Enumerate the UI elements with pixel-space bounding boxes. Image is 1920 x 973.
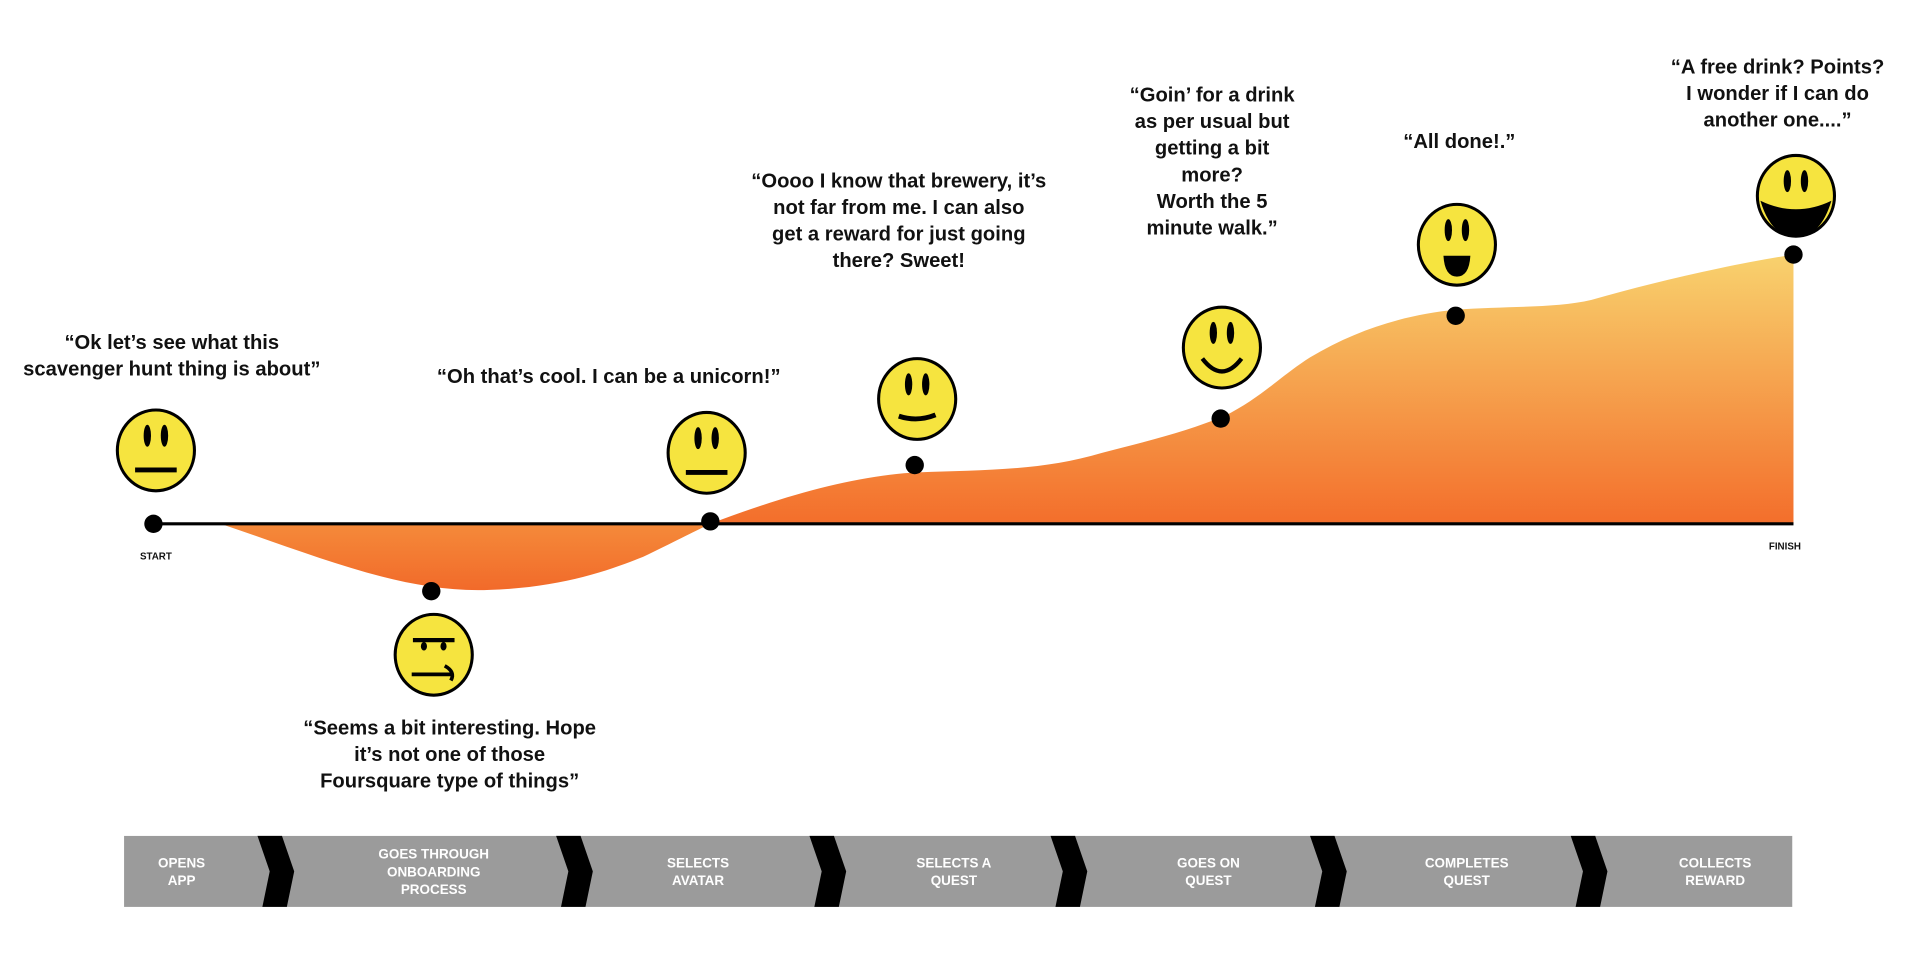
stage-label-line: AVATAR (672, 873, 724, 888)
stage-label-line: SELECTS (667, 855, 729, 870)
stage-label: COLLECTS REWARD (1679, 855, 1752, 888)
journey-point (701, 512, 720, 531)
slight-smile-face-icon (877, 357, 958, 441)
user-quote: “Seems a bit interesting. Hope it’s not o… (303, 717, 596, 792)
quote-line: I wonder if I can do (1686, 83, 1869, 105)
neutral-face-icon (666, 410, 747, 495)
stage-label-line: PROCESS (401, 882, 467, 897)
stage-label-line: REWARD (1685, 873, 1745, 888)
positive-emotion-area (710, 254, 1794, 524)
stage-bar-background (124, 835, 1793, 907)
quote-line: “Ok let’s see what this (64, 332, 279, 354)
journey-point (1784, 245, 1803, 264)
quote-line: “Oh that’s cool. I can be a unicorn!” (437, 366, 781, 388)
user-quote: “Oooo I know that brewery, it’s not far f… (751, 170, 1046, 272)
quote-line: scavenger hunt thing is about” (23, 358, 320, 380)
stage-label: GOES ON QUEST (1177, 855, 1240, 888)
user-quote: “Oh that’s cool. I can be a unicorn!” (437, 366, 781, 388)
negative-emotion-area (220, 523, 711, 591)
stage-label-line: ONBOARDING (387, 864, 480, 879)
user-quote: “Ok let’s see what this scavenger hunt th… (23, 332, 320, 381)
quote-line: another one....” (1704, 110, 1852, 132)
chevron-arrow-icon (1310, 835, 1347, 907)
quote-line: “A free drink? Points? (1671, 56, 1884, 78)
stage-label-line: QUEST (931, 873, 978, 888)
finish-label: FINISH (1769, 542, 1801, 553)
big-grin-face-icon (1755, 153, 1837, 238)
journey-point (422, 581, 441, 601)
stage-label-line: GOES ON (1177, 855, 1240, 870)
stage-label-line: COLLECTS (1679, 855, 1752, 870)
quote-line: there? Sweet! (833, 250, 965, 272)
user-quote: “A free drink? Points? I wonder if I can … (1671, 56, 1884, 131)
stage-label-line: APP (168, 873, 196, 888)
chevron-arrow-icon (556, 835, 593, 907)
quote-line: get a reward for just going (772, 223, 1025, 245)
stage-label: SELECTS AVATAR (667, 855, 729, 888)
start-label: START (140, 551, 172, 562)
quote-line: “Oooo I know that brewery, it’s (751, 170, 1046, 192)
journey-point (905, 455, 924, 475)
stage-bar: OPENS APP GOES THROUGH ONBOARDING PROCESS SEL… (124, 835, 1793, 907)
journey-point (1211, 409, 1230, 428)
stage-label: GOES THROUGH ONBOARDING PROCESS (378, 847, 489, 897)
quote-line: minute walk.” (1146, 217, 1277, 239)
chevron-arrow-icon (1050, 835, 1088, 907)
quote-line: “Goin’ for a drink (1130, 85, 1296, 107)
quote-line: as per usual but (1135, 111, 1290, 133)
smile-face-icon (1181, 305, 1262, 390)
user-quote: “Goin’ for a drink as per usual but gettin… (1130, 85, 1296, 240)
stage-label-line: COMPLETES (1425, 855, 1509, 870)
open-smile-face-icon (1416, 202, 1497, 287)
stage-label-line: GOES THROUGH (378, 847, 489, 862)
stage-label: SELECTS A QUEST (916, 855, 991, 888)
neutral-face-icon (115, 408, 196, 493)
quote-line: “All done!.” (1403, 131, 1515, 153)
quote-line: Worth the 5 (1157, 191, 1268, 213)
stage-label-line: QUEST (1185, 873, 1232, 888)
quote-line: more? (1181, 164, 1243, 186)
journey-point (144, 514, 163, 534)
quote-line: Foursquare type of things” (320, 770, 579, 792)
stage-label: OPENS APP (158, 855, 205, 888)
stage-label-line: OPENS (158, 855, 205, 870)
chevron-arrow-icon (1570, 835, 1608, 907)
skeptical-face-icon (393, 612, 474, 697)
quote-line: “Seems a bit interesting. Hope (303, 717, 596, 739)
quote-line: it’s not one of those (354, 744, 545, 766)
stage-label: COMPLETES QUEST (1425, 855, 1509, 888)
stage-label-line: QUEST (1444, 873, 1491, 888)
user-quote: “All done!.” (1403, 131, 1515, 153)
chevron-arrow-icon (257, 835, 295, 907)
journey-point (1446, 306, 1465, 325)
chevron-arrow-icon (809, 835, 847, 907)
quote-line: getting a bit (1155, 138, 1270, 160)
stage-label-line: SELECTS A (916, 855, 991, 870)
quote-line: not far from me. I can also (773, 197, 1024, 219)
